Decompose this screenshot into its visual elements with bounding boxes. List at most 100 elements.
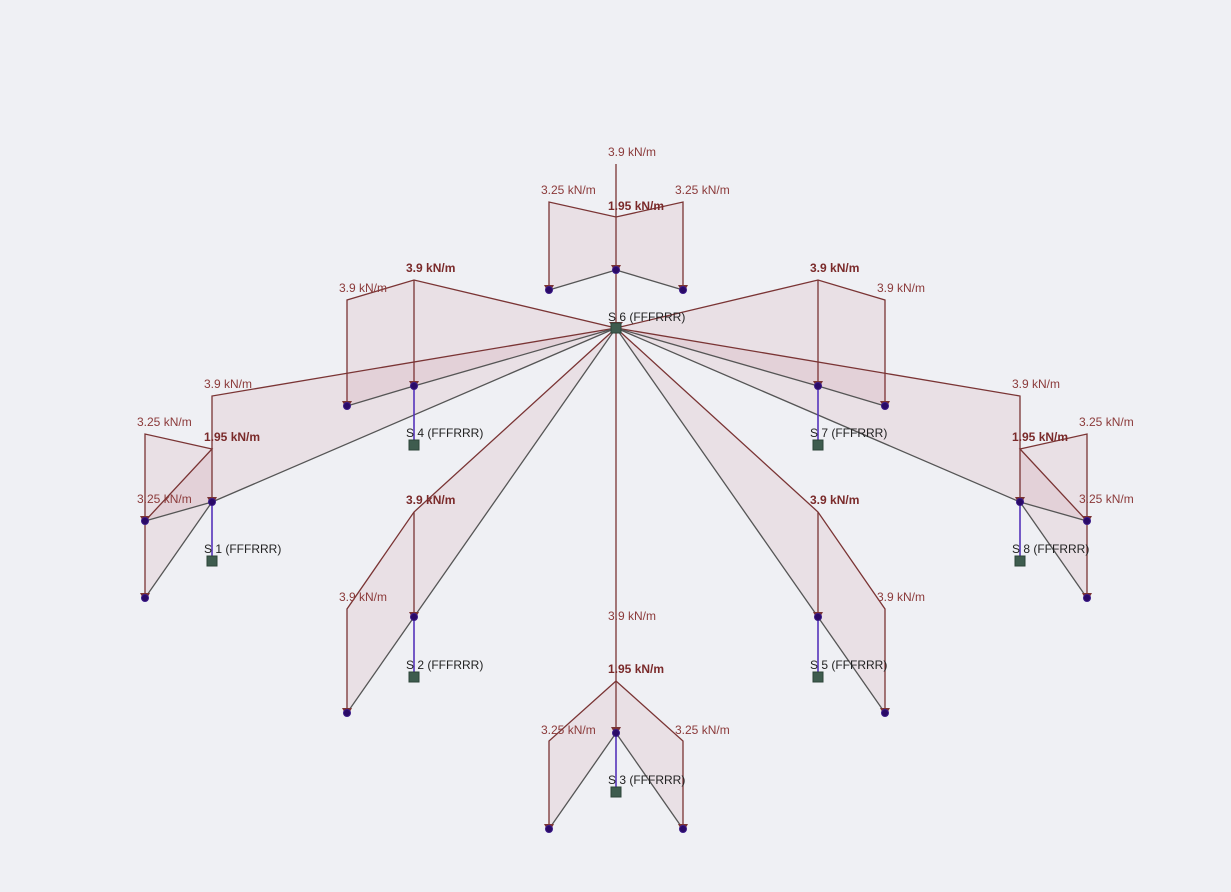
node[interactable] [1083,594,1091,602]
load-outline-left-secondary [144,433,214,598]
node[interactable] [410,613,418,621]
load-label-lower-left-side: 3.9 kN/m [339,590,387,604]
member-bottom-right[interactable] [615,732,684,830]
load-label-right-top: 3.25 kN/m [1079,415,1134,429]
load-label-upper-right-peak: 3.9 kN/m [810,261,859,275]
node[interactable] [679,825,687,833]
node[interactable] [343,402,351,410]
node[interactable] [343,709,351,717]
node[interactable] [679,286,687,294]
node[interactable] [141,517,149,525]
support-s5[interactable] [812,671,824,683]
node[interactable] [208,498,216,506]
member-upper-right-side[interactable] [817,385,886,407]
member-lower-right-side[interactable] [817,616,886,714]
member-bottom-left[interactable] [548,732,617,830]
node[interactable] [545,825,553,833]
load-label-upper-left-peak: 3.9 kN/m [406,261,455,275]
node[interactable] [1016,498,1024,506]
member-left-upper[interactable] [144,501,213,522]
load-area-left-upper [145,434,212,521]
member-left-lower[interactable] [144,501,213,599]
node[interactable] [612,266,620,274]
support-label-s8: S 8 (FFFRRR) [1012,542,1089,556]
node[interactable] [410,382,418,390]
load-label-bottom-right: 3.25 kN/m [675,723,730,737]
load-labels: 3.9 kN/m 1.95 kN/m 3.25 kN/m 3.25 kN/m 3… [137,145,1134,737]
member-top-left[interactable] [548,269,617,291]
load-outline-lower-right [615,327,886,713]
member-lower-left-side[interactable] [346,616,415,714]
load-area-bottom-right [616,681,683,829]
node[interactable] [141,594,149,602]
support-s3[interactable] [610,786,622,798]
load-label-upper-left-side: 3.9 kN/m [339,281,387,295]
load-area-upper-right-main [616,280,818,386]
load-area-right-lower [1020,449,1087,598]
load-area-right-upper [1020,434,1087,521]
support-label-s5: S 5 (FFFRRR) [810,658,887,672]
load-area-top-left [549,164,616,290]
support-label-s4: S 4 (FFFRRR) [406,426,483,440]
load-label-bottom-mid: 1.95 kN/m [608,662,664,676]
load-area-upper-left-main [414,280,616,386]
support-label-s3: S 3 (FFFRRR) [608,773,685,787]
member-right-upper[interactable] [1019,501,1088,522]
node[interactable] [814,382,822,390]
load-label-left-mid: 1.95 kN/m [204,430,260,444]
support-s1[interactable] [206,555,218,567]
columns [211,386,1021,791]
node[interactable] [814,613,822,621]
load-label-lower-right-side: 3.9 kN/m [877,590,925,604]
load-label-right-mid: 1.95 kN/m [1012,430,1068,444]
node[interactable] [545,286,553,294]
load-label-left-center: 3.9 kN/m [204,377,252,391]
load-outline-right-main [615,327,1021,502]
member-lower-right-main[interactable] [615,327,819,618]
member-top-right[interactable] [615,269,684,291]
load-area-upper-left-side [347,280,414,406]
support-s2[interactable] [408,671,420,683]
load-area-upper-right-side [818,280,885,406]
node[interactable] [612,729,620,737]
load-area-left-lower [145,449,212,598]
load-label-top-right: 3.25 kN/m [675,183,730,197]
load-outline-left-main [211,327,617,502]
support-labels: S 6 (FFFRRR) S 4 (FFFRRR) S 7 (FFFRRR) S… [204,310,1089,787]
nodes [141,266,1091,833]
member-right-lower[interactable] [1019,501,1088,599]
support-label-s6: S 6 (FFFRRR) [608,310,685,324]
load-label-left-bottom: 3.25 kN/m [137,492,192,506]
support-s6[interactable] [610,322,622,334]
support-s8[interactable] [1014,555,1026,567]
member-lower-left-main[interactable] [413,327,617,618]
load-label-right-bottom: 3.25 kN/m [1079,492,1134,506]
load-area-lower-left-side [347,512,414,713]
node[interactable] [881,402,889,410]
load-area-top-right [616,202,683,290]
load-label-upper-right-side: 3.9 kN/m [877,281,925,295]
load-label-lower-right-peak: 3.9 kN/m [810,493,859,507]
load-label-top-mid: 1.95 kN/m [608,199,664,213]
member-upper-right-main[interactable] [615,327,819,387]
support-s7[interactable] [812,439,824,451]
load-area-lower-right-side [818,512,885,713]
load-outline-right-secondary [1018,433,1088,598]
load-area-bottom-left [549,681,616,829]
load-label-top-left: 3.25 kN/m [541,183,596,197]
supports [206,322,1026,798]
member-upper-left-side[interactable] [346,385,415,407]
support-s4[interactable] [408,439,420,451]
load-label-top-center: 3.9 kN/m [608,145,656,159]
load-outline-upper-right [615,279,886,406]
load-outline-lower-left [346,327,617,713]
member-upper-left-main[interactable] [413,327,617,387]
support-label-s2: S 2 (FFFRRR) [406,658,483,672]
load-label-bottom-left: 3.25 kN/m [541,723,596,737]
node[interactable] [1083,517,1091,525]
node[interactable] [881,709,889,717]
load-outline-upper-left [346,279,617,406]
load-label-lower-left-peak: 3.9 kN/m [406,493,455,507]
